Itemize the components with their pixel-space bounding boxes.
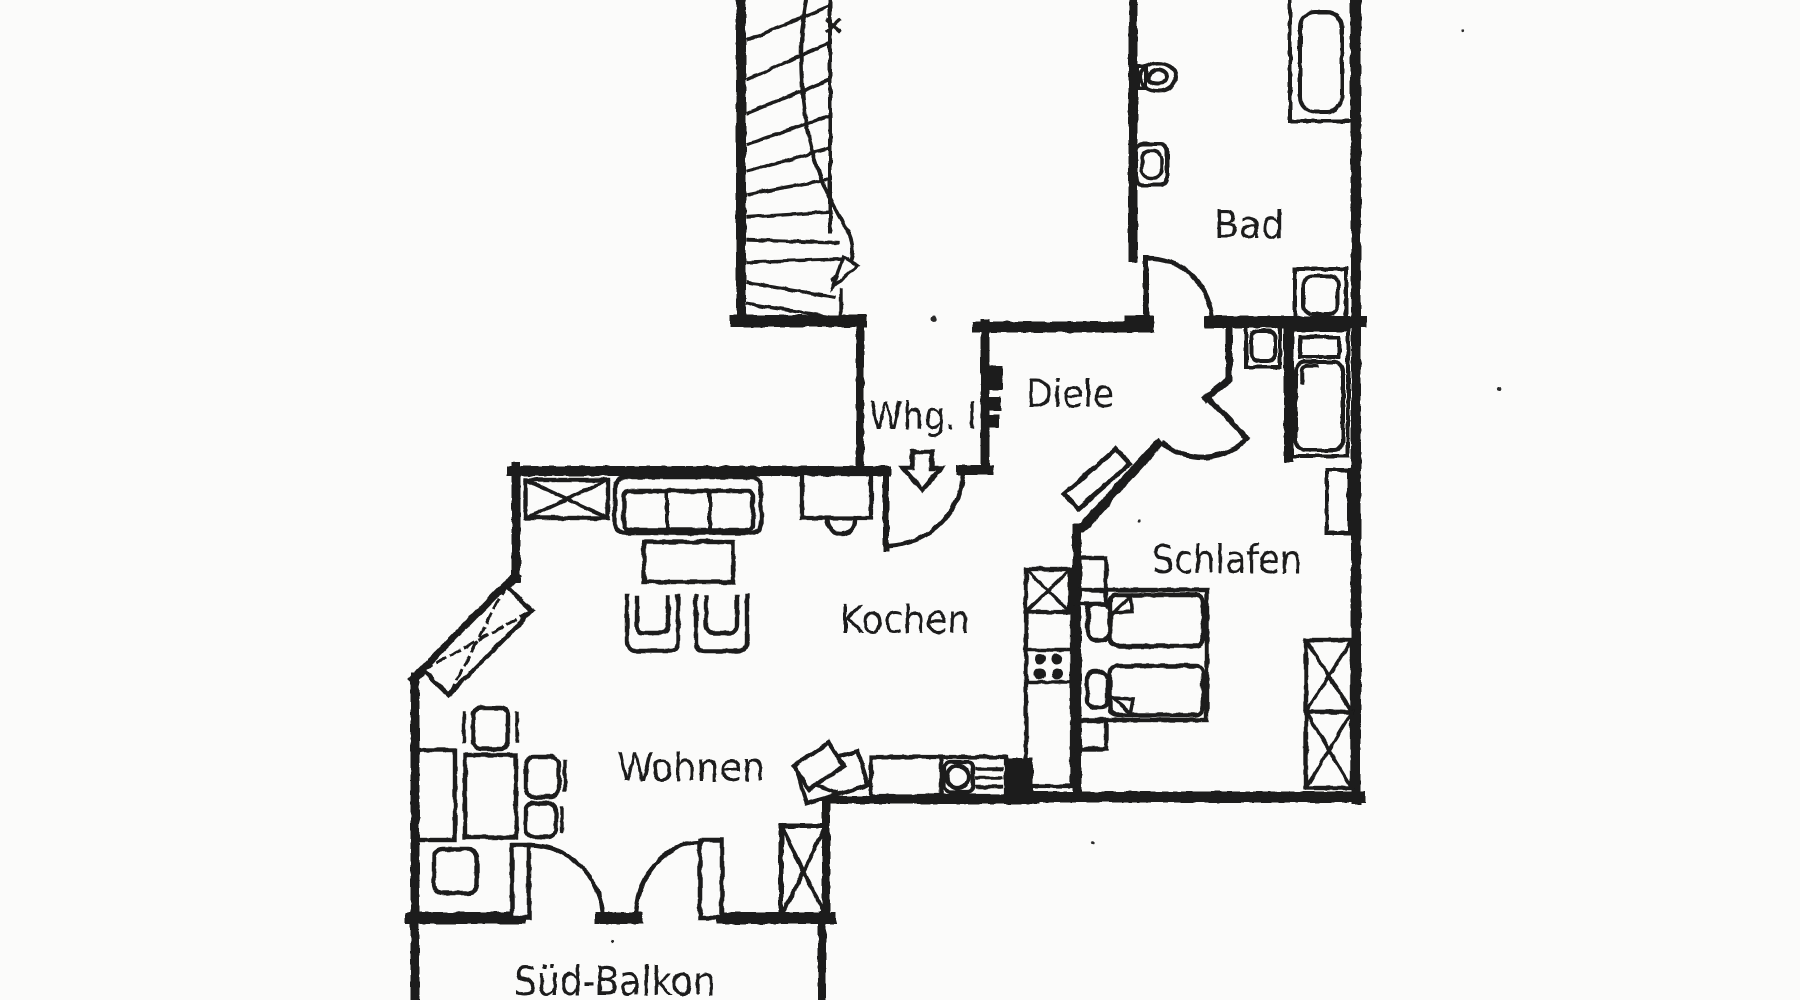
dining-bench-icon bbox=[411, 747, 458, 843]
room-label-wohnen: Wohnen bbox=[617, 746, 765, 791]
entry-arrow-icon bbox=[898, 449, 946, 494]
wardrobe-diagonal-icon bbox=[419, 582, 536, 699]
washbasin-icon bbox=[1244, 324, 1282, 369]
dining-chair-icon bbox=[523, 800, 559, 840]
dining-chair-icon bbox=[431, 846, 480, 896]
wall-wc-zigzag bbox=[1201, 320, 1233, 403]
bidet-icon bbox=[1134, 142, 1169, 187]
spiral-staircase bbox=[745, 0, 861, 320]
kitchen-sink-icon bbox=[941, 759, 976, 795]
stove-burners-icon bbox=[1034, 653, 1063, 680]
stair-tread bbox=[746, 210, 833, 219]
kitchen-bottom-counter bbox=[868, 754, 1009, 799]
room-label-kochen: Kochen bbox=[840, 598, 970, 643]
stair-tread bbox=[746, 302, 841, 320]
room-label-diele: Diele bbox=[1026, 372, 1114, 416]
stair-cross-mark bbox=[824, 17, 842, 34]
stair-tread bbox=[746, 281, 836, 299]
kitchen-sink-basin-icon bbox=[944, 763, 972, 791]
entry-door-arc bbox=[886, 467, 966, 549]
tv-armchair-icon bbox=[790, 739, 871, 806]
wc-door-arc bbox=[1160, 434, 1251, 460]
nightstand-icon bbox=[1073, 718, 1109, 752]
armchair-icon bbox=[693, 593, 750, 654]
sofa-icon bbox=[612, 474, 764, 536]
stair-tread bbox=[746, 257, 849, 264]
kitchen-table-icon bbox=[799, 471, 874, 537]
radiator-icon bbox=[1325, 468, 1351, 535]
schlafen-door-leaf bbox=[1060, 445, 1134, 513]
diele-wall-hinge-marks bbox=[988, 366, 1003, 427]
kitchen-tall-counter bbox=[1023, 566, 1075, 789]
stair-tread bbox=[745, 41, 830, 82]
balcony-door-arc-right bbox=[633, 839, 703, 921]
shower-icon bbox=[1290, 328, 1350, 458]
stair-direction-arrow bbox=[829, 254, 861, 293]
walls bbox=[405, 0, 1367, 1000]
stair-tread bbox=[745, 78, 830, 116]
kitchen-cupboard-icon bbox=[1023, 566, 1073, 615]
room-label-schlafen: Schlafen bbox=[1152, 538, 1302, 583]
kitchen-fixtures bbox=[799, 471, 1075, 799]
balcony-door-arc-left bbox=[526, 842, 606, 921]
bad-door-arc bbox=[1143, 255, 1215, 325]
chimney-shaft-icon bbox=[778, 823, 829, 920]
stair-tread bbox=[745, 114, 830, 147]
living-room-furniture bbox=[411, 474, 871, 920]
wardrobe-icon bbox=[1303, 637, 1355, 791]
room-label-whg: Whg. II bbox=[869, 394, 987, 438]
dining-chair-icon bbox=[523, 754, 562, 800]
doors bbox=[509, 255, 1251, 921]
dining-set bbox=[411, 705, 567, 896]
coffee-table-icon bbox=[641, 539, 736, 585]
room-label-balkon: Süd-Balkon bbox=[514, 959, 716, 1000]
stair-tread bbox=[746, 238, 840, 245]
bathroom-fixtures bbox=[1134, 0, 1354, 535]
room-label-bad: Bad bbox=[1214, 203, 1284, 247]
armchair-icon bbox=[624, 593, 681, 654]
bathtub-icon bbox=[1288, 0, 1354, 123]
dining-chair-icon bbox=[470, 705, 511, 752]
stair-tread bbox=[746, 178, 829, 196]
room-labels: Bad Diele Whg. II Kochen Schlafen Wohnen… bbox=[514, 203, 1302, 1000]
kitchen-chair-icon bbox=[824, 517, 858, 537]
scan-specks bbox=[610, 28, 1501, 943]
balcony-door-leaf-left bbox=[509, 842, 532, 921]
kitchen-drainer-icon bbox=[975, 767, 1003, 789]
twin-beds-icon bbox=[1074, 587, 1210, 723]
sideboard-icon bbox=[523, 477, 611, 521]
balcony-door-leaf-right bbox=[697, 837, 725, 921]
wc-door-leaf bbox=[1203, 393, 1251, 442]
bedroom-furniture bbox=[1073, 555, 1355, 791]
washing-machine-icon bbox=[1293, 267, 1348, 322]
dining-table-icon bbox=[462, 752, 519, 840]
toilet-icon bbox=[1135, 61, 1178, 93]
wall-kochen-corner-block bbox=[1006, 758, 1033, 798]
stair-tread bbox=[745, 4, 830, 43]
